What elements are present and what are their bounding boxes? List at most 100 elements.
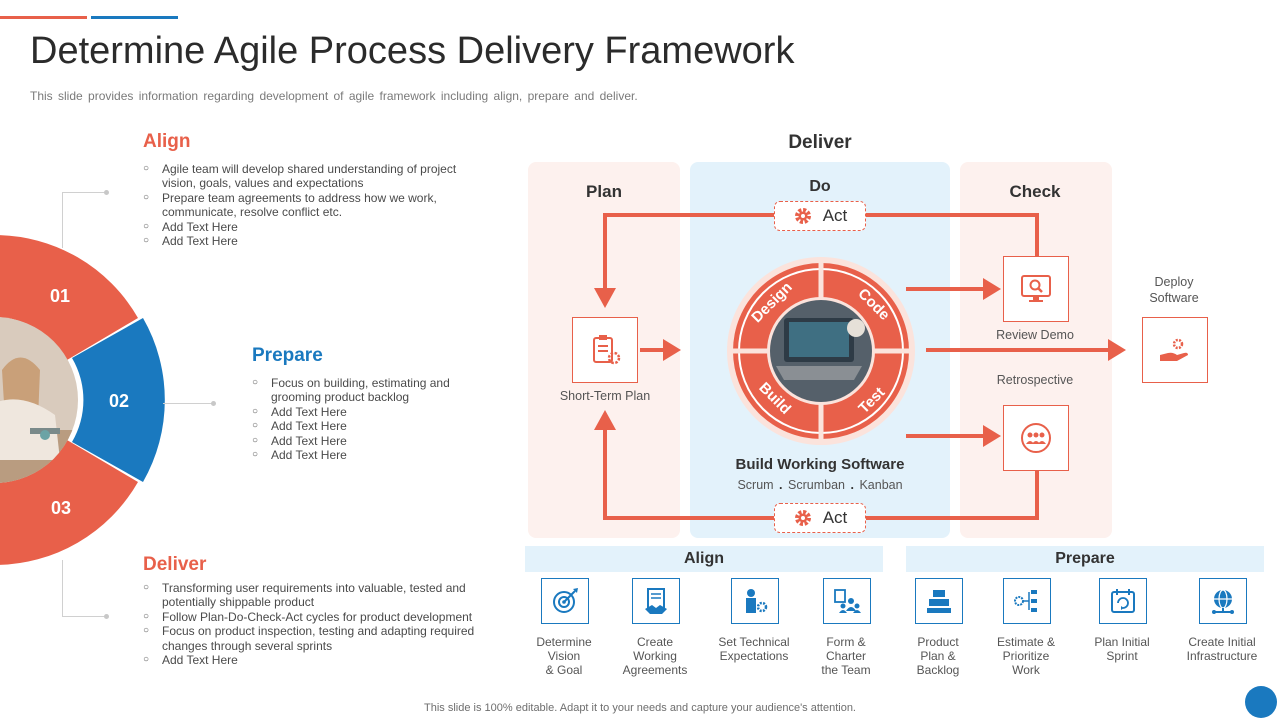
- connector-deliver-v: [62, 560, 63, 616]
- step-box-2: [632, 578, 680, 624]
- wheel-label-03: 03: [50, 498, 72, 518]
- deploy-software-box: [1142, 317, 1208, 383]
- align-band: Align: [525, 546, 883, 572]
- wheel-segment-02: [72, 318, 165, 482]
- connector-prepare-h: [163, 403, 213, 404]
- build-working-software: Build Working Software: [735, 456, 905, 473]
- slide-footer: This slide is 100% editable. Adapt it to…: [424, 702, 856, 714]
- deliver-bullet: Add Text Here: [143, 653, 488, 668]
- wheel-label-01: 01: [49, 286, 71, 306]
- connector-align-h: [62, 192, 106, 193]
- connector-align-dot: [104, 190, 109, 195]
- woman-laptop-photo: [0, 317, 78, 483]
- target-icon: [553, 588, 578, 613]
- step-box-6: [1003, 578, 1051, 624]
- plan-to-cycle-line: [640, 348, 666, 352]
- step-label-6: Estimate & Prioritize Work: [996, 635, 1056, 677]
- loop-top-down-line: [603, 213, 607, 293]
- deploy-software-label: Deploy Software: [1149, 275, 1199, 305]
- arrowhead-right: [983, 278, 1001, 300]
- step-box-4: [823, 578, 871, 624]
- step-box-7: [1099, 578, 1147, 624]
- align-bullet: Agile team will develop shared understan…: [143, 162, 473, 191]
- check-label: Check: [1009, 182, 1061, 201]
- step-label-5: Product Plan & Backlog: [916, 635, 960, 677]
- act-bottom-box: Act: [774, 503, 866, 533]
- step-label-1: Determine Vision & Goal: [536, 635, 592, 677]
- arrowhead-down: [594, 288, 616, 308]
- method-scrum: Scrum: [737, 478, 774, 492]
- step-box-8: [1199, 578, 1247, 624]
- prepare-bullet: Add Text Here: [252, 448, 472, 463]
- phase-wheel: [0, 235, 165, 565]
- step-label-2: Create Working Agreements: [622, 635, 688, 677]
- connector-align-v: [62, 192, 63, 248]
- loop-top-right-line: [1035, 213, 1039, 258]
- connector-prepare-dot: [211, 401, 216, 406]
- gear-icon: [794, 510, 811, 526]
- boxes-icon: [927, 590, 951, 613]
- act-bottom-label: Act: [822, 508, 848, 527]
- connector-deliver-dot: [104, 614, 109, 619]
- arrowhead-right: [983, 425, 1001, 447]
- align-bullet: Add Text Here: [143, 220, 473, 235]
- slide-title: Determine Agile Process Delivery Framewo…: [30, 30, 795, 72]
- deliver-heading: Deliver: [143, 554, 207, 575]
- step-label-4: Form & Charter the Team: [821, 635, 871, 677]
- arrowhead-up: [594, 410, 616, 430]
- document-icon: [645, 588, 667, 614]
- retrospective-label: Retrospective: [996, 373, 1074, 387]
- method-kanban: Kanban: [859, 478, 903, 492]
- plan-label: Plan: [586, 182, 622, 201]
- gear-icon: [794, 208, 811, 224]
- wheel-segment-01: [0, 235, 138, 360]
- act-top-box: Act: [774, 201, 866, 231]
- wheel-segment-03: [0, 440, 138, 565]
- align-bullet: Prepare team agreements to address how w…: [143, 191, 473, 220]
- cycle-to-deploy-line: [926, 348, 1110, 352]
- step-box-5: [915, 578, 963, 624]
- step-label-8: Create Initial Infrastructure: [1186, 635, 1258, 663]
- do-label: Do: [809, 178, 831, 195]
- arrowhead-right: [663, 339, 681, 361]
- accent-bar-blue: [91, 16, 178, 19]
- prepare-band: Prepare: [906, 546, 1264, 572]
- deliver-bullets: Transforming user requirements into valu…: [143, 581, 488, 668]
- loop-bottom-up-line: [603, 428, 607, 520]
- review-demo-label: Review Demo: [996, 328, 1074, 342]
- slide-subtitle: This slide provides information regardin…: [30, 89, 638, 103]
- corner-circle-icon: [1245, 686, 1277, 718]
- methods-line: Scrum . Scrumban . Kanban: [737, 478, 903, 492]
- step-label-7: Plan Initial Sprint: [1094, 635, 1150, 663]
- prepare-bullet: Focus on building, estimating and groomi…: [252, 376, 472, 405]
- step-box-3: [731, 578, 779, 624]
- act-top-label: Act: [822, 206, 848, 225]
- step-label-3: Set Technical Expectations: [718, 635, 790, 663]
- prepare-bullet: Add Text Here: [252, 419, 472, 434]
- review-demo-box: [1003, 256, 1069, 322]
- cycle-to-review-line: [906, 287, 986, 291]
- deliver-bullet: Follow Plan-Do-Check-Act cycles for prod…: [143, 610, 488, 625]
- design-code-build-test-cycle: [727, 257, 915, 445]
- cycle-to-retro-line: [906, 434, 986, 438]
- deliver-diagram-title: Deliver: [788, 132, 852, 153]
- align-heading: Align: [143, 131, 191, 152]
- team-icon: [834, 589, 861, 613]
- monitor-search-icon: [1021, 275, 1051, 302]
- wheel-label-02: 02: [108, 391, 130, 411]
- align-bullets: Agile team will develop shared understan…: [143, 162, 473, 249]
- align-bullet: Add Text Here: [143, 234, 473, 249]
- calendar-icon: [1111, 589, 1135, 613]
- prepare-bullet: Add Text Here: [252, 405, 472, 420]
- connector-deliver-h: [62, 616, 106, 617]
- arrowhead-right: [1108, 339, 1126, 361]
- deliver-bullet: Transforming user requirements into valu…: [143, 581, 488, 610]
- globe-icon: [1212, 589, 1234, 614]
- deliver-bullet: Focus on product inspection, testing and…: [143, 624, 488, 653]
- method-scrumban: Scrumban: [788, 478, 845, 492]
- short-term-plan-box: [572, 317, 638, 383]
- prepare-bullets: Focus on building, estimating and groomi…: [252, 376, 472, 463]
- prepare-bullet: Add Text Here: [252, 434, 472, 449]
- retrospective-box: [1003, 405, 1069, 471]
- team-discussion-icon: [1021, 423, 1051, 453]
